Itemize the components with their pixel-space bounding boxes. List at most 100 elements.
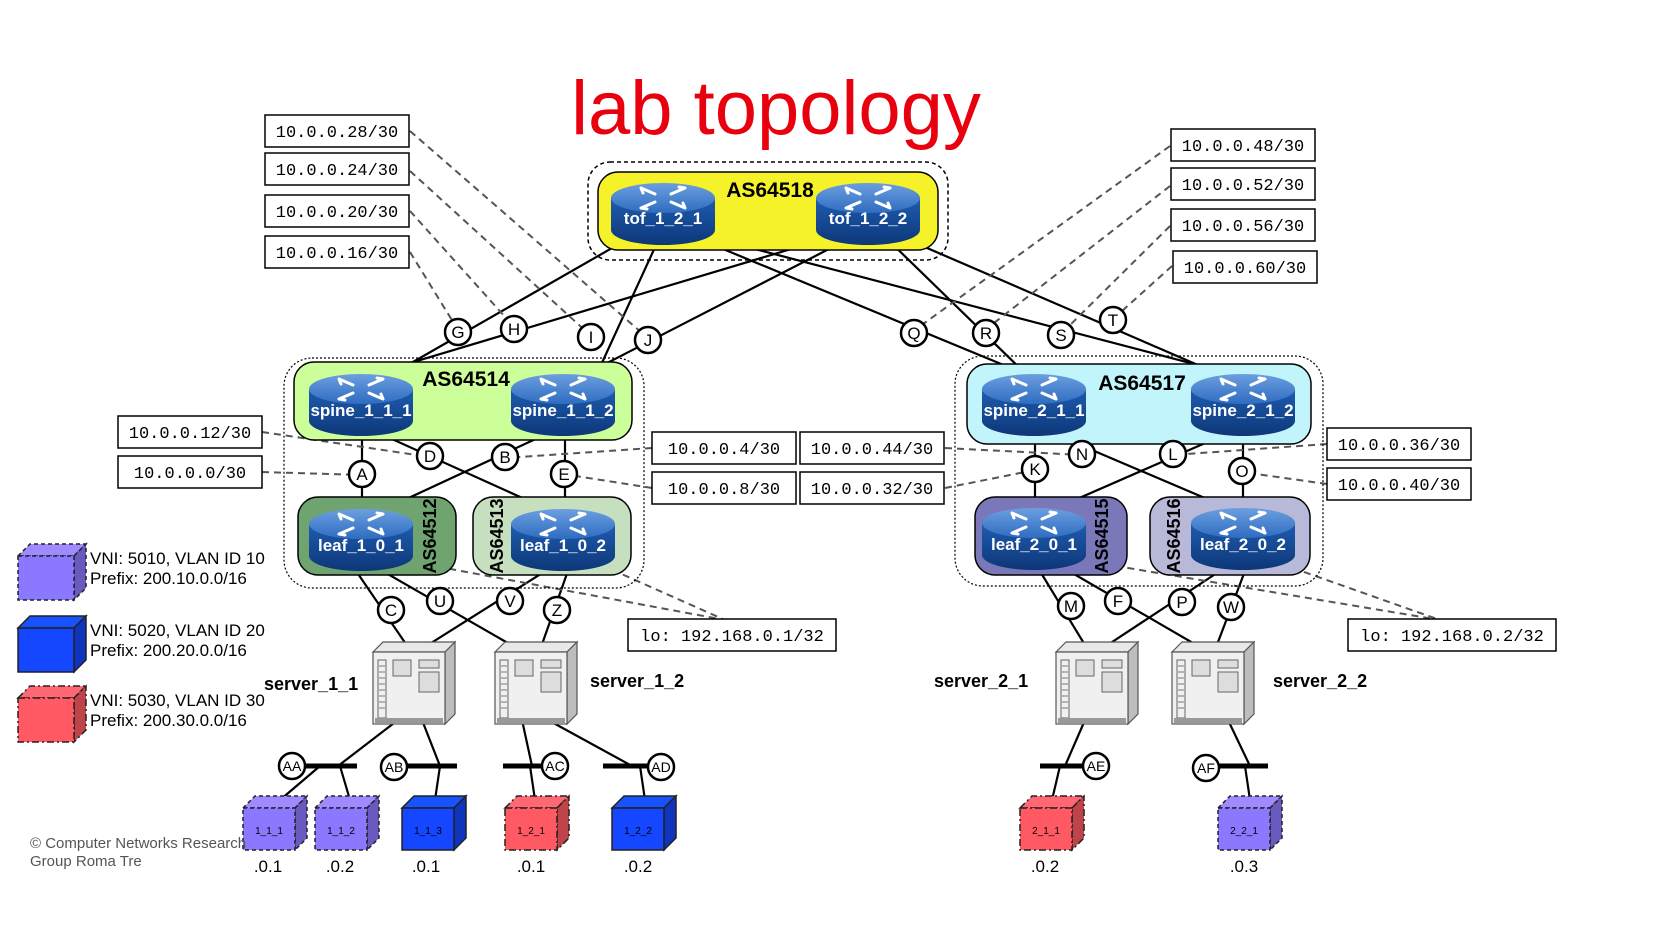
host-2_1_1[interactable]: 2_1_1.0.2 [1018, 794, 1086, 876]
svg-text:S: S [1055, 326, 1066, 345]
subnet-box: 10.0.0.16/30 [264, 235, 410, 269]
link-label-AA[interactable]: AA [277, 751, 307, 781]
ptr-n40 [1241, 471, 1328, 485]
link-label-R[interactable]: R [971, 318, 1001, 348]
drop-211 [1050, 765, 1062, 801]
link-label-AD[interactable]: AD [646, 752, 676, 782]
link-label-AB[interactable]: AB [379, 752, 409, 782]
link-tof122-spine212 [889, 230, 1229, 380]
link-label-N[interactable]: N [1067, 439, 1097, 469]
router-spine_2_1_2[interactable]: spine_2_1_2 [1189, 372, 1297, 438]
link-label-W[interactable]: W [1216, 592, 1246, 622]
link-label-AE[interactable]: AE [1081, 751, 1111, 781]
link-label-T[interactable]: T [1098, 305, 1128, 335]
loopback-box: lo: 192.168.0.2/32 [1347, 618, 1557, 652]
link-label-Z[interactable]: Z [542, 595, 572, 625]
page-title: lab topology [571, 66, 981, 151]
host-1_1_1[interactable]: 1_1_1.0.1 [241, 794, 309, 876]
svg-text:Q: Q [907, 324, 920, 343]
link-label-H[interactable]: H [499, 314, 529, 344]
link-label-AF[interactable]: AF [1191, 753, 1221, 783]
as-label-leaf101: AS64512 [420, 498, 440, 573]
svg-text:C: C [385, 601, 397, 620]
host-1_2_1[interactable]: 1_2_1.0.1 [503, 794, 571, 876]
subnet-label: 10.0.0.16/30 [276, 245, 398, 264]
link-label-V[interactable]: V [495, 586, 525, 616]
link-tof121-spine112a [594, 231, 663, 379]
ptr-n12 [261, 431, 431, 458]
link-label-U[interactable]: U [425, 586, 455, 616]
server-server_2_2[interactable] [1171, 641, 1255, 725]
ptr-n44 [944, 447, 1083, 456]
ptr-n28 [409, 130, 651, 341]
host-label: 1_1_3 [414, 826, 442, 837]
as-label-spine2: AS64517 [1098, 372, 1186, 395]
svg-text:E: E [558, 465, 569, 484]
link-label-L[interactable]: L [1158, 439, 1188, 469]
server-server_1_2[interactable] [494, 641, 578, 725]
host-label: 1_1_1 [255, 826, 283, 837]
hosts-layer: 1_1_1.0.11_1_2.0.2 1_1_3.0.1 1_2_1.0.1 1_2_… [241, 794, 1284, 876]
svg-text:L: L [1168, 445, 1177, 464]
server-server_2_1[interactable] [1055, 641, 1139, 725]
router-tof_1_2_2[interactable]: tof_1_2_2 [814, 181, 922, 247]
subnet-label: 10.0.0.0/30 [134, 465, 246, 484]
link-label-I[interactable]: I [576, 322, 606, 352]
link-srv11-lanAB [420, 719, 442, 767]
link-label-A[interactable]: A [347, 459, 377, 489]
host-label: 2_2_1 [1230, 826, 1258, 837]
subnet-label: 10.0.0.20/30 [276, 204, 398, 223]
link-label-AC[interactable]: AC [540, 751, 570, 781]
link-label-J[interactable]: J [633, 325, 663, 355]
link-label-C[interactable]: C [376, 595, 406, 625]
server-server_1_1[interactable] [372, 641, 456, 725]
router-spine_2_1_1[interactable]: spine_2_1_1 [980, 372, 1088, 438]
svg-text:K: K [1029, 460, 1041, 479]
router-leaf_2_0_2[interactable]: leaf_2_0_2 [1189, 506, 1297, 572]
ptr-n16 [409, 251, 459, 331]
link-label-Q[interactable]: Q [899, 318, 929, 348]
link-label-G[interactable]: G [443, 317, 473, 347]
router-spine_1_1_2[interactable]: spine_1_1_2 [509, 372, 617, 438]
link-label-P[interactable]: P [1167, 587, 1197, 617]
host-ip: .0.2 [1031, 857, 1059, 876]
subnet-box: 10.0.0.24/30 [264, 152, 410, 186]
drop-122 [638, 765, 647, 801]
router-label: leaf_1_0_1 [318, 536, 404, 555]
router-leaf_2_0_1[interactable]: leaf_2_0_1 [980, 506, 1088, 572]
link-label-E[interactable]: E [549, 459, 579, 489]
ptr-n48 [911, 145, 1171, 333]
ptr-n36 [1172, 443, 1328, 456]
svg-text:AA: AA [283, 758, 302, 774]
router-leaf_1_0_1[interactable]: leaf_1_0_1 [307, 507, 415, 573]
svg-text:A: A [356, 465, 368, 484]
router-label: tof_1_2_2 [829, 209, 907, 228]
subnet-boxes: 10.0.0.28/30 10.0.0.24/30 10.0.0.20/30 1… [117, 114, 1557, 652]
svg-text:G: G [451, 323, 464, 342]
drop-121 [528, 765, 537, 801]
server-icon [372, 641, 456, 725]
link-label-M[interactable]: M [1056, 591, 1086, 621]
link-label-S[interactable]: S [1046, 320, 1076, 350]
router-leaf_1_0_2[interactable]: leaf_1_0_2 [509, 507, 617, 573]
router-label: leaf_1_0_2 [520, 536, 606, 555]
subnet-label: 10.0.0.52/30 [1182, 177, 1304, 196]
host-1_1_2[interactable]: 1_1_2.0.2 [313, 794, 381, 876]
ptr-n20 [409, 210, 516, 329]
host-2_2_1[interactable]: 2_2_1.0.3 [1216, 794, 1284, 876]
link-label-B[interactable]: B [490, 442, 520, 472]
svg-text:U: U [434, 592, 446, 611]
router-spine_1_1_1[interactable]: spine_1_1_1 [307, 372, 415, 438]
router-tof_1_2_1[interactable]: tof_1_2_1 [609, 181, 717, 247]
host-1_1_3[interactable]: 1_1_3.0.1 [400, 794, 468, 876]
host-1_2_2[interactable]: 1_2_2.0.2 [610, 794, 678, 876]
link-tof122-spine112 [577, 231, 863, 379]
link-label-F[interactable]: F [1103, 586, 1133, 616]
subnet-box: 10.0.0.40/30 [1326, 467, 1472, 501]
link-label-K[interactable]: K [1020, 454, 1050, 484]
link-label-D[interactable]: D [415, 441, 445, 471]
link-label-O[interactable]: O [1227, 456, 1257, 486]
subnet-box: 10.0.0.12/30 [117, 415, 263, 449]
